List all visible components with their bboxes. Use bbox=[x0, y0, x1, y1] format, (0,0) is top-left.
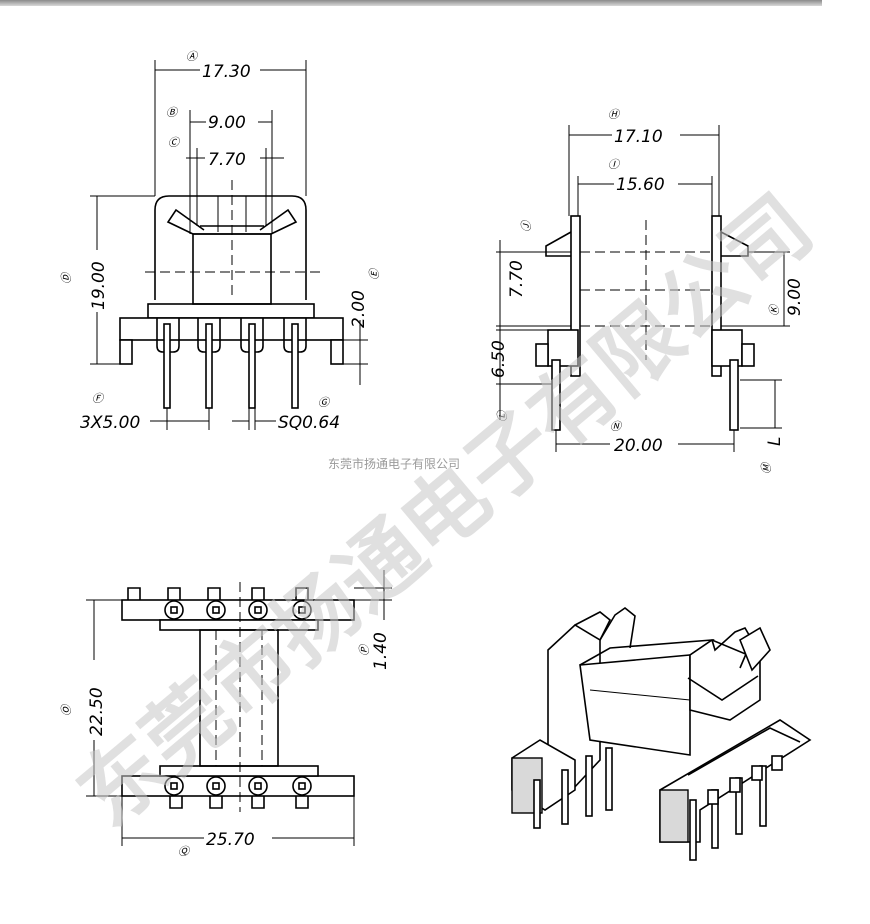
dim-c-value: 7.70 bbox=[208, 150, 246, 170]
dim-h-label: Ⓗ bbox=[608, 108, 621, 121]
dim-d-value: 19.00 bbox=[89, 261, 109, 310]
isometric-view bbox=[511, 607, 812, 861]
iso-pins-front bbox=[689, 755, 783, 861]
top-border bbox=[0, 0, 822, 6]
dim-i-label: Ⓘ bbox=[608, 158, 621, 171]
dim-d-label: Ⓓ bbox=[60, 271, 73, 284]
dim-j-value: 7.70 bbox=[507, 260, 527, 298]
dim-m-value: L bbox=[765, 437, 785, 446]
dim-n-label: Ⓝ bbox=[610, 420, 623, 433]
dim-f-value: 3X5.00 bbox=[80, 413, 140, 433]
dim-b-label: Ⓑ bbox=[166, 106, 179, 119]
dim-k-label: Ⓚ bbox=[768, 303, 781, 316]
dim-k-value: 9.00 bbox=[785, 278, 805, 316]
dim-o-value: 22.50 bbox=[87, 687, 107, 736]
dim-l-value: 6.50 bbox=[489, 340, 509, 378]
iso-pins-back bbox=[533, 747, 613, 829]
side-view: Ⓗ 17.10 Ⓘ 15.60 Ⓙ 7.70 Ⓚ 9.00 Ⓛ 6.50 Ⓜ L bbox=[489, 108, 805, 474]
dim-n-value: 20.00 bbox=[614, 436, 663, 456]
dim-g-label: Ⓖ bbox=[318, 396, 331, 409]
front-view: Ⓐ 17.30 Ⓑ 9.00 Ⓒ 7.70 Ⓓ 19.00 Ⓔ 2.00 Ⓕ bbox=[60, 50, 381, 433]
dim-e-label: Ⓔ bbox=[368, 267, 381, 280]
dim-a-label: Ⓐ bbox=[186, 50, 199, 63]
dim-e-value: 2.00 bbox=[349, 290, 369, 328]
watermark-small: 东莞市扬通电子有限公司 bbox=[328, 456, 460, 471]
dim-g-value: SQ0.64 bbox=[278, 413, 340, 433]
bottom-pin-holes bbox=[164, 600, 312, 796]
dim-i-value: 15.60 bbox=[616, 175, 665, 195]
dim-j-label: Ⓙ bbox=[520, 219, 533, 232]
dim-q-value: 25.70 bbox=[206, 830, 255, 850]
bottom-view: Ⓞ 22.50 Ⓟ 1.40 Ⓠ 25.70 bbox=[60, 570, 392, 858]
dim-h-value: 17.10 bbox=[614, 127, 663, 147]
dim-q-label: Ⓠ bbox=[178, 845, 191, 858]
dim-p-label: Ⓟ bbox=[358, 643, 371, 656]
dim-b-value: 9.00 bbox=[208, 113, 246, 133]
dim-f-label: Ⓕ bbox=[92, 392, 105, 405]
dim-o-label: Ⓞ bbox=[60, 703, 73, 716]
dim-p-value: 1.40 bbox=[371, 632, 391, 670]
dim-l-label: Ⓛ bbox=[496, 409, 509, 422]
dim-m-label: Ⓜ bbox=[760, 461, 773, 474]
watermark-big: 东莞市扬通电子有限公司 bbox=[60, 176, 831, 845]
dim-a-value: 17.30 bbox=[202, 62, 251, 82]
dim-c-label: Ⓒ bbox=[168, 136, 181, 149]
